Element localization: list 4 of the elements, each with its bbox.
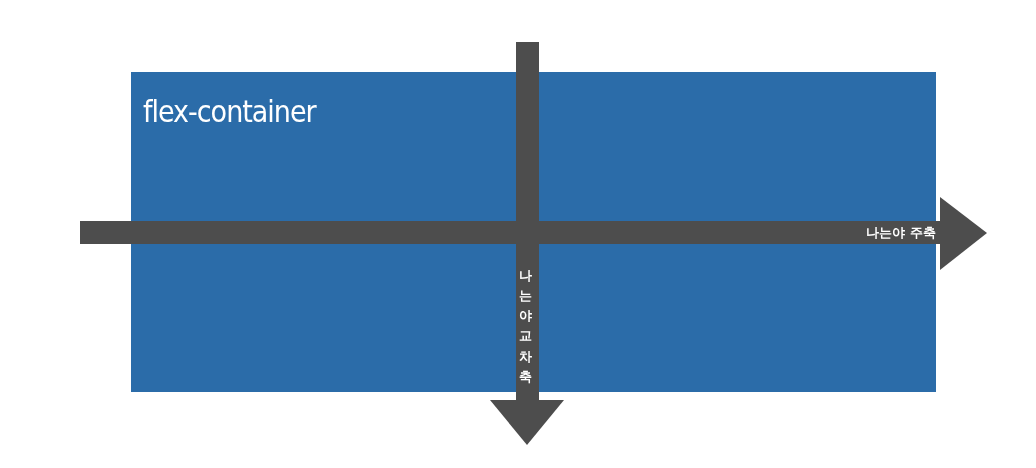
- container-box: [131, 72, 936, 392]
- container-title: flex-container: [143, 94, 316, 129]
- cross-axis-label: 나는야교차축: [519, 267, 532, 386]
- main-axis-label: 나는야 주축: [866, 224, 936, 242]
